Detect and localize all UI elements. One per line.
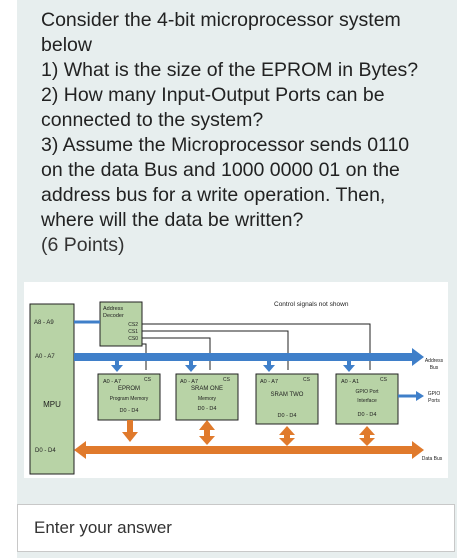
question-line: Consider the 4-bit microprocessor system — [41, 9, 401, 31]
gpio-data-label: D0 - D4 — [358, 412, 377, 418]
sram-one-cs-label: CS — [223, 377, 231, 383]
gpio-interface-chip — [335, 373, 399, 425]
question-line: connected to the system? — [41, 109, 264, 131]
sram-two-addr-label: A0 - A7 — [260, 379, 278, 385]
eprom-cs-label: CS — [144, 377, 152, 383]
sram-one-name: SRAM ONE — [191, 386, 223, 392]
question-line: below — [41, 34, 92, 56]
data-bus-label: Data Bus — [422, 456, 443, 462]
eprom-subtitle: Program Memory — [110, 396, 149, 402]
eprom-name: EPROM — [118, 386, 140, 392]
gpio-ports-arrowhead — [416, 391, 424, 401]
question-line: on the data Bus and 1000 0000 01 on the — [41, 159, 400, 181]
decoder-title-1: Address — [103, 306, 123, 312]
gpio-ports-label-2: Ports — [428, 398, 440, 404]
cs1-line — [142, 330, 289, 370]
address-bus-label-2: Bus — [430, 365, 439, 371]
question-line: 1) What is the size of the EPROM in Byte… — [41, 59, 419, 81]
question-line: 2) How many Input-Output Ports can be — [41, 84, 385, 106]
mpu-label: MPU — [43, 400, 61, 409]
question-text: Consider the 4-bit microprocessor system… — [41, 8, 441, 233]
gpio-name-2: Interface — [357, 398, 377, 404]
sram-two-chip — [255, 373, 319, 425]
question-line: 3) Assume the Microprocessor sends 0110 — [41, 134, 410, 156]
control-signals-note: Control signals not shown — [274, 301, 349, 308]
decoder-cs2-label: CS2 — [128, 322, 138, 328]
sram-one-data-label: D0 - D4 — [198, 406, 217, 412]
gpio-ports-label-1: GPIO — [428, 391, 441, 397]
eprom-addr-label: A0 - A7 — [103, 379, 121, 385]
decoder-cs1-label: CS1 — [128, 329, 138, 335]
sram-one-chip — [175, 373, 239, 421]
gpio-addr-label: A0 - A1 — [341, 379, 359, 385]
sram-two-cs-label: CS — [303, 377, 311, 383]
sram-one-subtitle: Memory — [198, 396, 217, 402]
address-bus — [74, 353, 414, 361]
mpu-a0-a7-label: A0 - A7 — [35, 354, 55, 360]
eprom-chip — [97, 373, 161, 421]
data-bus-arrowhead-left — [74, 441, 86, 459]
data-bus-arrowhead-right — [412, 441, 424, 459]
data-links — [122, 420, 375, 446]
decoder-cs0-label: CS0 — [128, 336, 138, 342]
decoder-title-2: Decoder — [103, 313, 124, 319]
gpio-cs-label: CS — [380, 377, 388, 383]
question-line: where will the data be written? — [41, 209, 304, 231]
sram-one-addr-label: A0 - A7 — [180, 379, 198, 385]
mpu-a8-a9-label: A8 - A9 — [34, 320, 54, 326]
system-diagram: MPU A8 - A9 A0 - A7 D0 - D4 Address Deco… — [24, 282, 448, 478]
address-drops — [111, 361, 355, 372]
chip-select-lines — [142, 323, 371, 370]
address-decoder-block — [99, 301, 143, 347]
mpu-d0-d4-label: D0 - D4 — [35, 448, 56, 454]
points-label: (6 Points) — [41, 234, 125, 256]
sram-two-data-label: D0 - D4 — [278, 413, 297, 419]
sram-two-name: SRAM TWO — [271, 392, 304, 398]
answer-field-container[interactable] — [17, 504, 455, 552]
address-bus-arrowhead — [412, 348, 424, 366]
answer-input[interactable] — [18, 505, 454, 551]
mpu-block — [29, 303, 75, 475]
cs-eprom-line — [142, 343, 147, 370]
system-diagram-svg: MPU A8 - A9 A0 - A7 D0 - D4 Address Deco… — [29, 301, 444, 475]
data-bus — [84, 446, 414, 454]
question-line: address bus for a write operation. Then, — [41, 184, 386, 206]
address-bus-label-1: Address — [425, 358, 444, 364]
eprom-data-label: D0 - D4 — [120, 408, 139, 414]
gpio-name-1: GPIO Port — [355, 389, 379, 395]
